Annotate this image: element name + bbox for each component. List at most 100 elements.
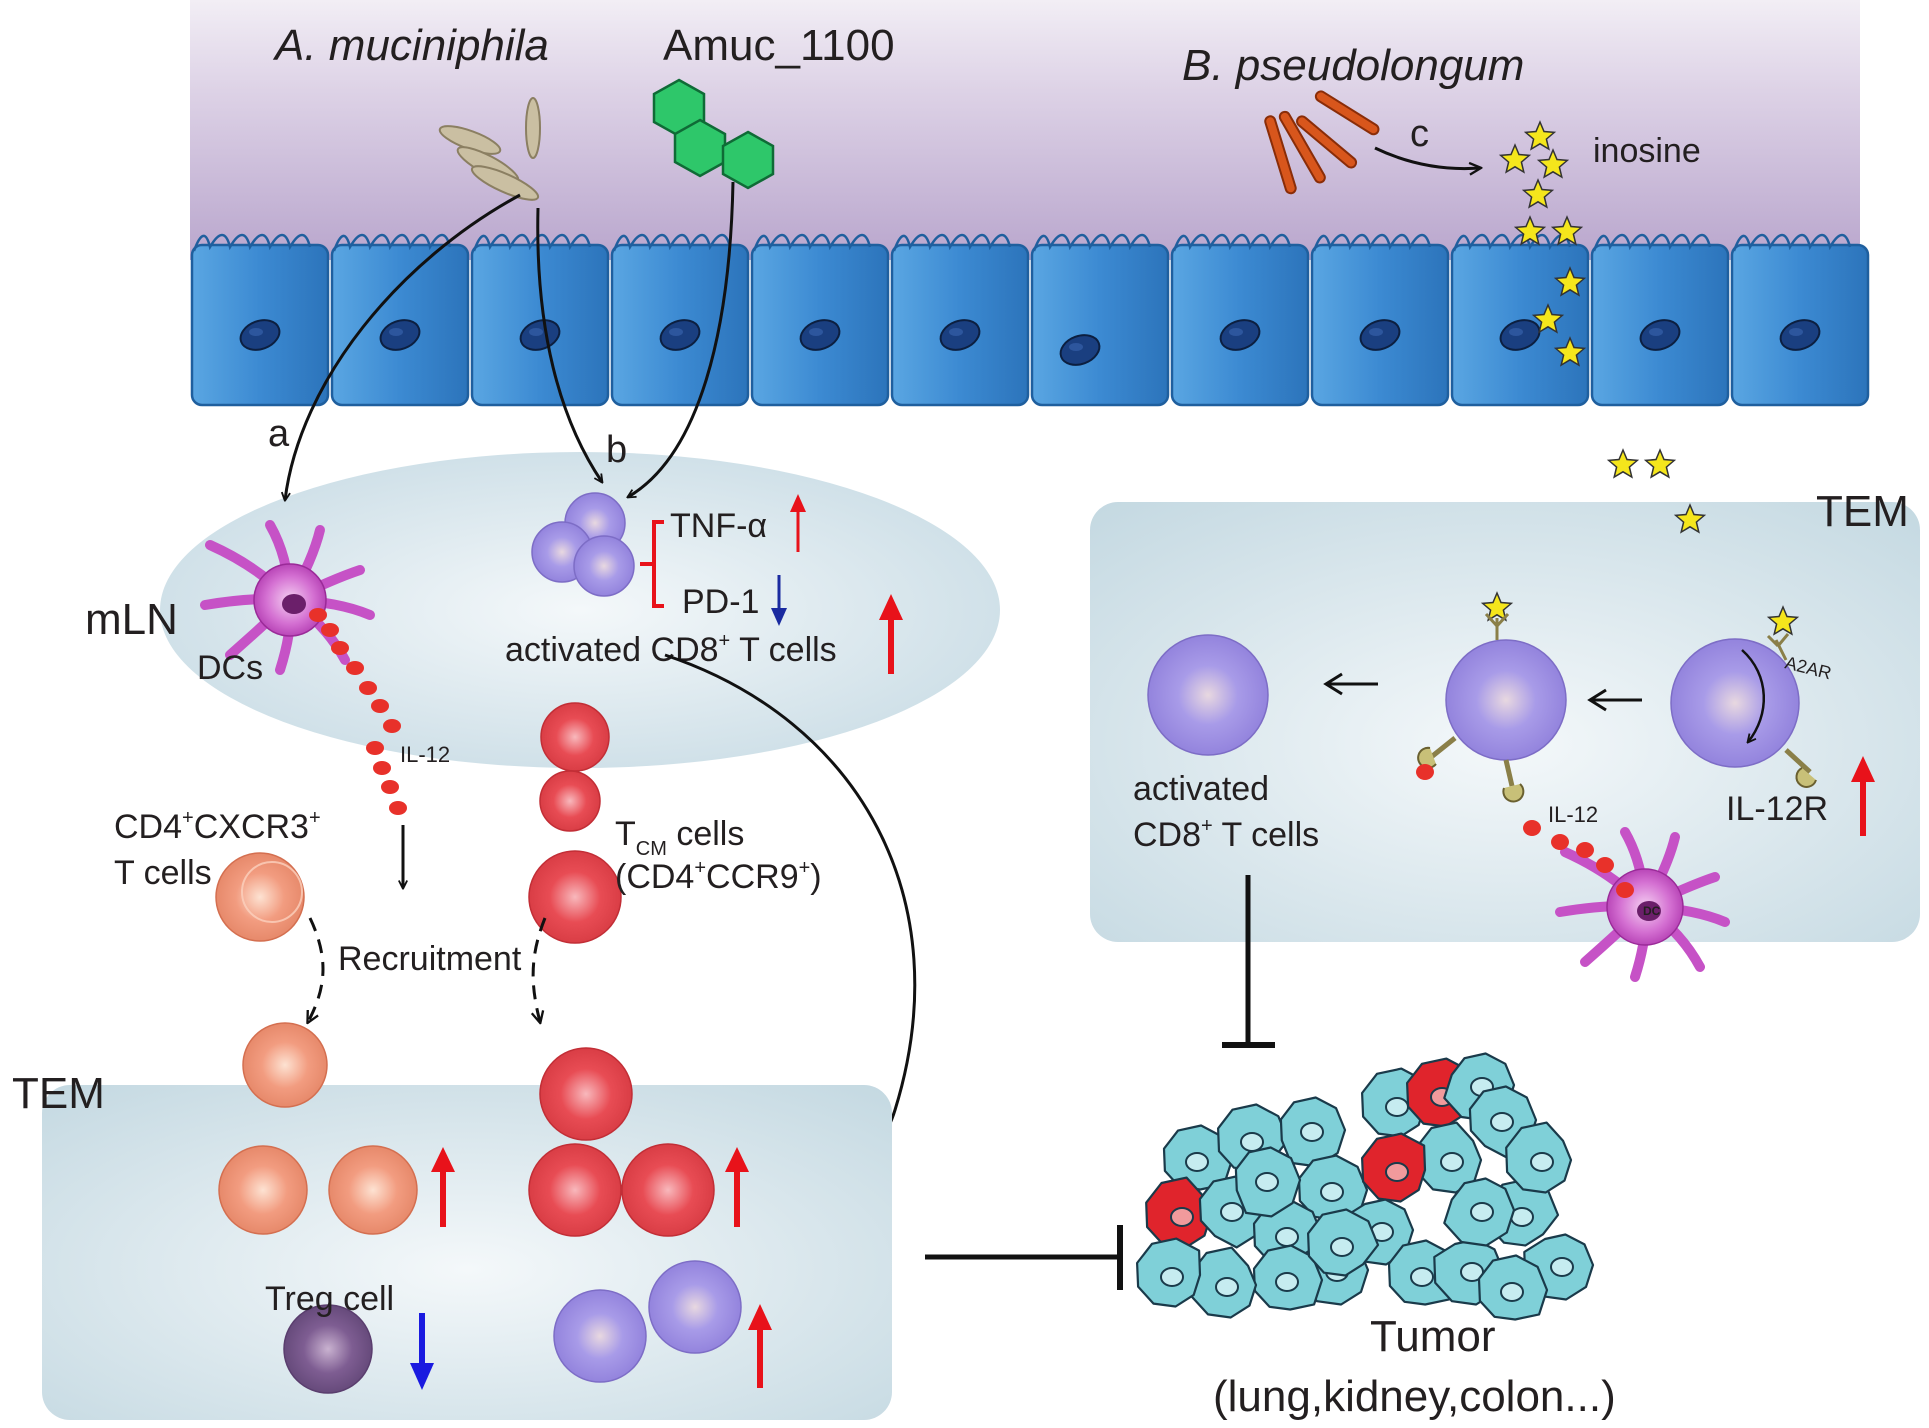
path-b-arrow-akk [536, 207, 602, 482]
pd1-down-arrow-icon [771, 575, 787, 626]
epithelial-cell [1170, 233, 1310, 407]
inosine-star-icon [1521, 178, 1555, 209]
activation-step-arrow-2 [1323, 672, 1378, 696]
epithelial-cell [330, 233, 470, 407]
tcm-cell-stack [528, 702, 622, 944]
il12-dot [309, 608, 327, 622]
tumor-cell-dying [1360, 1132, 1427, 1203]
activated-cd8-label: activated CD8+ T cells [505, 630, 837, 669]
tnf-label: TNF-α [670, 507, 767, 545]
il12-dot [1576, 842, 1594, 858]
inosine-free-stars [1480, 448, 1800, 636]
il12-dot [1416, 764, 1434, 780]
inosine-star-icon [1553, 266, 1587, 297]
tumor-cell [1443, 1177, 1516, 1247]
il12-dot [346, 661, 364, 675]
inhibition-arrow-right [1222, 875, 1275, 1048]
il12-label-left: IL-12 [400, 742, 450, 767]
tem-right-label: TEM [1816, 487, 1909, 536]
path-c-arrow [1374, 146, 1480, 169]
tumor-cell [1306, 1208, 1380, 1277]
il12-dot [321, 623, 339, 637]
cytokine-bracket [640, 520, 664, 608]
cd4-tcells-label: T cells [114, 854, 212, 892]
tumor-cell [1505, 1121, 1573, 1194]
epithelial-cell [1590, 233, 1730, 407]
il12-dot [381, 780, 399, 794]
il12r-label: IL-12R [1726, 790, 1828, 828]
tem-left-panel [42, 1085, 892, 1420]
tnf-up-arrow-icon [790, 494, 806, 552]
amuc-protein-icon [652, 78, 775, 190]
tumor-cell [1297, 1154, 1369, 1221]
epithelial-cell [1730, 233, 1870, 407]
inosine-cluster [1498, 120, 1587, 367]
activated-right-label-1: activated [1133, 770, 1269, 808]
tumor-cell-dying [1145, 1176, 1213, 1249]
path-b-arrow-amuc [628, 181, 735, 497]
il12-dot [371, 699, 389, 713]
inosine-star-icon [1536, 148, 1570, 179]
inosine-star-icon [1553, 336, 1587, 367]
intestinal-epithelium [190, 233, 1870, 407]
tcm-cells-tem [528, 1047, 715, 1237]
tcm-up-arrow-icon [725, 1147, 749, 1227]
tumor-cell [1135, 1237, 1202, 1308]
il12-dot [331, 641, 349, 655]
inosine-star-icon [1513, 215, 1547, 246]
tumor-mass [1135, 1052, 1595, 1321]
path-c-label: c [1410, 113, 1429, 155]
il12-dot [1596, 857, 1614, 873]
inosine-star-icon [1498, 143, 1532, 174]
amuc-label: Amuc_1100 [663, 21, 895, 70]
tcm-phenotype-label: (CD4+CCR9+) [615, 857, 822, 896]
inosine-star-icon [1523, 120, 1557, 151]
il12-dot [1551, 834, 1569, 850]
cd8-t-cell-cluster [531, 492, 635, 597]
inhibition-arrow-left [925, 1225, 1123, 1290]
cd8-tem-up-arrow-icon [748, 1304, 772, 1388]
treg-cell [283, 1304, 373, 1394]
dcs-label: DCs [197, 649, 263, 687]
inosine-star-icon [1531, 303, 1565, 334]
treg-label: Treg cell [265, 1280, 394, 1318]
recruitment-arrow-right [533, 917, 547, 1022]
epithelial-cell [1450, 233, 1590, 407]
tumor-cell [1190, 1246, 1258, 1319]
epithelial-cell [1030, 233, 1170, 407]
tcm-label: TCM cells [615, 815, 744, 860]
il12-dot [1523, 820, 1541, 836]
epithelial-cell [890, 233, 1030, 407]
inosine-star-icon [1550, 215, 1584, 246]
bifidobacterium-icon [1264, 90, 1380, 195]
tumor-cell [1162, 1124, 1234, 1191]
il12-label-right: IL-12 [1548, 802, 1598, 827]
cd8-t-cells-tem [553, 1260, 742, 1383]
il12-dot [383, 719, 401, 733]
akk-label: A. muciniphila [272, 21, 549, 70]
recruitment-label: Recruitment [338, 940, 522, 978]
il12-secretion-right [1416, 764, 1634, 898]
il12-dot [1616, 882, 1634, 898]
epithelial-cell [610, 233, 750, 407]
dc-nucleus-label: DC [1643, 904, 1661, 918]
mln-label: mLN [85, 595, 178, 644]
tumor-cell [1477, 1254, 1549, 1321]
il12-dot [373, 761, 391, 775]
il12-secretion [309, 608, 407, 815]
epithelial-cell [190, 233, 330, 407]
tem-left-label: TEM [12, 1069, 105, 1118]
epithelial-cell [1310, 233, 1450, 407]
cd8-il12-responding-cell [1417, 612, 1567, 803]
path-b-label: b [606, 429, 627, 471]
cd4-t-cells-tem [218, 1022, 418, 1235]
activation-step-arrow-1 [1587, 688, 1642, 712]
pd1-label: PD-1 [682, 583, 759, 621]
cd8-inosine-binding-cell [1670, 633, 1817, 788]
inosine-star-icon [1766, 605, 1800, 636]
inosine-label: inosine [1593, 132, 1701, 170]
path-a-label: a [268, 413, 290, 455]
cd4-t-cell [215, 852, 305, 942]
il12-dot [359, 681, 377, 695]
